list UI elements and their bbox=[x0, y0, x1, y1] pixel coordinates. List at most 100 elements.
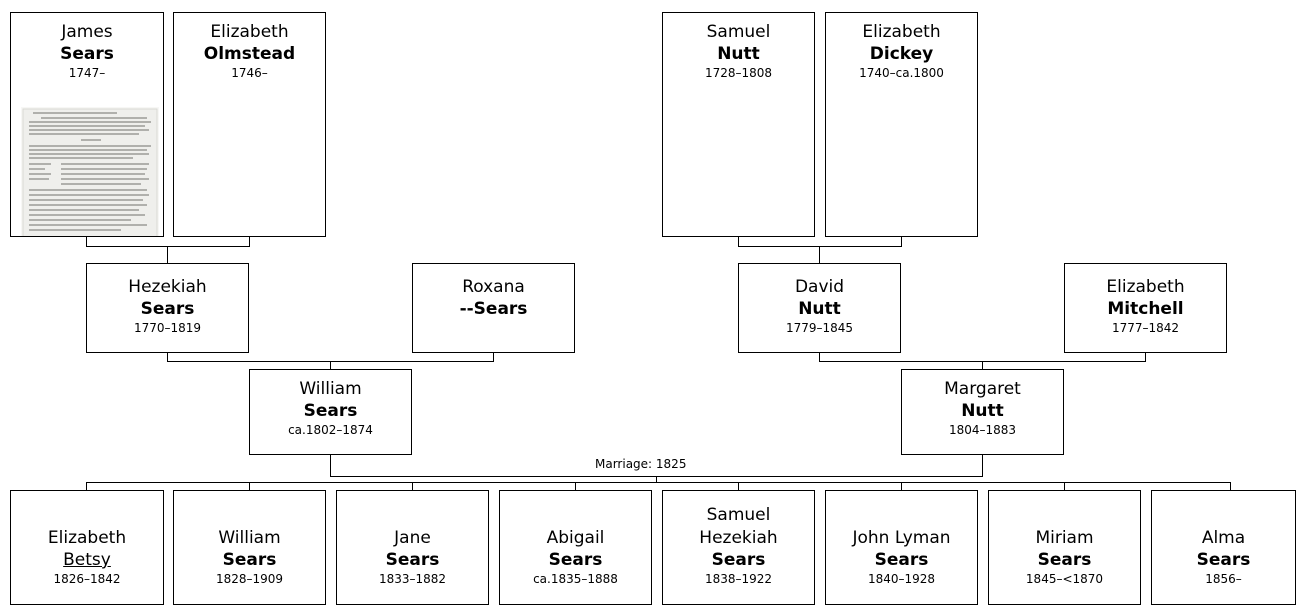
connector-line bbox=[167, 352, 168, 361]
person-given-name: James bbox=[61, 22, 113, 42]
connector-line bbox=[1145, 352, 1146, 361]
child-box-william[interactable]: William Sears 1828–1909 bbox=[173, 490, 326, 605]
person-dates: 1770–1819 bbox=[133, 321, 202, 335]
person-given-name: William bbox=[218, 528, 281, 548]
person-given-name: William bbox=[299, 379, 362, 399]
person-surname: --Sears bbox=[459, 299, 528, 319]
person-given-name: Miriam bbox=[1035, 528, 1094, 548]
connector-line bbox=[86, 482, 87, 490]
person-given-name: Jane bbox=[394, 528, 431, 548]
person-dates: 1840–1928 bbox=[867, 572, 936, 586]
person-dates: 1845–<1870 bbox=[1025, 572, 1104, 586]
person-surname: Nutt bbox=[717, 44, 760, 64]
person-dates: 1826–1842 bbox=[53, 572, 121, 586]
child-box-elizabeth[interactable]: Elizabeth Betsy 1826–1842 bbox=[10, 490, 164, 605]
connector-line bbox=[412, 482, 413, 490]
person-box-roxana-sears[interactable]: Roxana --Sears bbox=[412, 263, 575, 353]
person-dates: 1779–1845 bbox=[785, 321, 854, 335]
person-surname: Sears bbox=[303, 401, 358, 421]
person-box-elizabeth-olmstead[interactable]: Elizabeth Olmstead 1746– bbox=[173, 12, 326, 237]
person-given-name: Samuel bbox=[706, 505, 771, 525]
person-surname: Sears bbox=[1196, 550, 1251, 570]
child-box-miriam[interactable]: Miriam Sears 1845–<1870 bbox=[988, 490, 1141, 605]
connector-line bbox=[330, 454, 331, 476]
person-surname: Sears bbox=[548, 550, 603, 570]
person-given-name: Roxana bbox=[462, 277, 525, 297]
person-dates: 1746– bbox=[231, 66, 268, 80]
connector-line bbox=[330, 361, 331, 369]
connector-line bbox=[982, 361, 983, 369]
person-given-name: Hezekiah bbox=[128, 277, 207, 297]
person-dates: 1747– bbox=[68, 66, 106, 80]
person-given-name: Margaret bbox=[944, 379, 1021, 399]
person-box-david-nutt[interactable]: David Nutt 1779–1845 bbox=[738, 263, 901, 353]
person-dates: 1740–ca.1800 bbox=[859, 66, 944, 80]
connector-line bbox=[249, 482, 250, 490]
children-bar bbox=[86, 482, 1231, 483]
connector-line bbox=[738, 482, 739, 490]
child-box-abigail[interactable]: Abigail Sears ca.1835–1888 bbox=[499, 490, 652, 605]
child-box-samuel-hezekiah[interactable]: Samuel Hezekiah Sears 1838–1922 bbox=[662, 490, 815, 605]
connector-line bbox=[901, 482, 902, 490]
person-dates: 1856– bbox=[1205, 572, 1242, 586]
person-surname: Dickey bbox=[869, 44, 934, 64]
person-surname: Nutt bbox=[961, 401, 1004, 421]
connector-line bbox=[86, 246, 250, 247]
person-dates: 1777–1842 bbox=[1111, 321, 1180, 335]
connector-line bbox=[738, 246, 902, 247]
connector-line bbox=[738, 236, 739, 246]
connector-line bbox=[575, 482, 576, 490]
person-surname: Sears bbox=[222, 550, 277, 570]
person-dates: 1833–1882 bbox=[378, 572, 447, 586]
marriage-label: Marriage: 1825 bbox=[593, 457, 689, 471]
person-surname: Mitchell bbox=[1107, 299, 1184, 319]
person-given-name: Elizabeth bbox=[1106, 277, 1185, 297]
connector-line bbox=[86, 236, 87, 246]
person-surname: Nutt bbox=[798, 299, 841, 319]
person-given-name: Alma bbox=[1201, 528, 1246, 548]
person-given-name: Hezekiah bbox=[699, 528, 778, 548]
person-given-name: Abigail bbox=[546, 528, 605, 548]
person-surname: Betsy bbox=[63, 550, 111, 570]
person-surname: Sears bbox=[874, 550, 929, 570]
person-given-name: Elizabeth bbox=[862, 22, 941, 42]
person-dates: 1828–1909 bbox=[215, 572, 284, 586]
connector-line bbox=[819, 246, 820, 263]
person-dates: ca.1802–1874 bbox=[288, 423, 373, 437]
person-surname: Sears bbox=[1037, 550, 1092, 570]
person-box-samuel-nutt[interactable]: Samuel Nutt 1728–1808 bbox=[662, 12, 815, 237]
person-given-name: Elizabeth bbox=[47, 528, 127, 548]
person-box-william-sears[interactable]: William Sears ca.1802–1874 bbox=[249, 369, 412, 455]
person-box-elizabeth-mitchell[interactable]: Elizabeth Mitchell 1777–1842 bbox=[1064, 263, 1227, 353]
document-thumbnail[interactable] bbox=[21, 107, 159, 237]
person-box-hezekiah-sears[interactable]: Hezekiah Sears 1770–1819 bbox=[86, 263, 249, 353]
person-box-elizabeth-dickey[interactable]: Elizabeth Dickey 1740–ca.1800 bbox=[825, 12, 978, 237]
connector-line bbox=[493, 352, 494, 361]
person-box-margaret-nutt[interactable]: Margaret Nutt 1804–1883 bbox=[901, 369, 1064, 455]
person-given-name: John Lyman bbox=[852, 528, 951, 548]
connector-line bbox=[1064, 482, 1065, 490]
person-surname: Sears bbox=[385, 550, 440, 570]
connector-line bbox=[982, 454, 983, 476]
person-given-name: David bbox=[794, 277, 845, 297]
connector-line bbox=[249, 236, 250, 246]
connector-line bbox=[1230, 482, 1231, 490]
connector-line bbox=[167, 246, 168, 263]
person-given-name: Elizabeth bbox=[210, 22, 289, 42]
person-dates: ca.1835–1888 bbox=[533, 572, 618, 586]
connector-line bbox=[819, 352, 820, 361]
child-box-jane[interactable]: Jane Sears 1833–1882 bbox=[336, 490, 489, 605]
person-dates: 1804–1883 bbox=[948, 423, 1017, 437]
connector-line bbox=[901, 236, 902, 246]
person-surname: Sears bbox=[60, 44, 114, 64]
child-box-john-lyman[interactable]: John Lyman Sears 1840–1928 bbox=[825, 490, 978, 605]
person-surname: Olmstead bbox=[203, 44, 296, 64]
person-box-james-sears[interactable]: James Sears 1747– bbox=[10, 12, 164, 237]
person-surname: Sears bbox=[711, 550, 766, 570]
connector-line bbox=[656, 476, 657, 482]
child-box-alma[interactable]: Alma Sears 1856– bbox=[1151, 490, 1296, 605]
person-dates: 1838–1922 bbox=[704, 572, 773, 586]
person-given-name: Samuel bbox=[706, 22, 771, 42]
person-surname: Sears bbox=[140, 299, 195, 319]
person-dates: 1728–1808 bbox=[704, 66, 773, 80]
